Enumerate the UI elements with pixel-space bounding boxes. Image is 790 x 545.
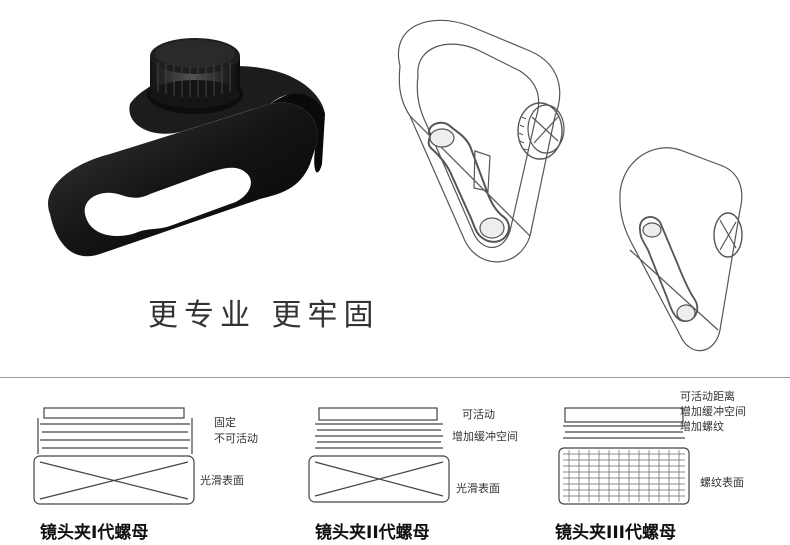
note-smooth-surface-2: 光滑表面: [456, 482, 500, 495]
note-fixed: 固定: [214, 416, 236, 429]
note-buffer-space-3: 增加缓冲空间: [680, 405, 746, 418]
headline: 更专业 更牢固: [148, 298, 380, 333]
caption-nut-2: 镜头夹II代螺母: [315, 523, 430, 543]
nut-sketch-1: [30, 404, 200, 510]
caption-nut-3: 镜头夹III代螺母: [555, 523, 676, 543]
nut-sketch-2: [305, 404, 455, 510]
note-add-thread: 增加螺纹: [680, 420, 724, 433]
clamp-sketch-large: [370, 6, 580, 276]
section-divider: [0, 377, 790, 378]
note-buffer-space-2: 增加缓冲空间: [452, 430, 518, 443]
caption-nut-1: 镜头夹I代螺母: [40, 523, 149, 543]
note-smooth-surface-1: 光滑表面: [200, 474, 244, 487]
note-not-movable: 不可活动: [214, 432, 258, 445]
product-photo: [30, 14, 330, 264]
note-thread-surface: 螺纹表面: [700, 476, 744, 489]
nut-sketch-3: [555, 404, 695, 510]
clamp-sketch-small: [600, 120, 770, 360]
note-movable-distance: 可活动距离: [680, 390, 735, 403]
note-movable-2: 可活动: [462, 408, 495, 421]
